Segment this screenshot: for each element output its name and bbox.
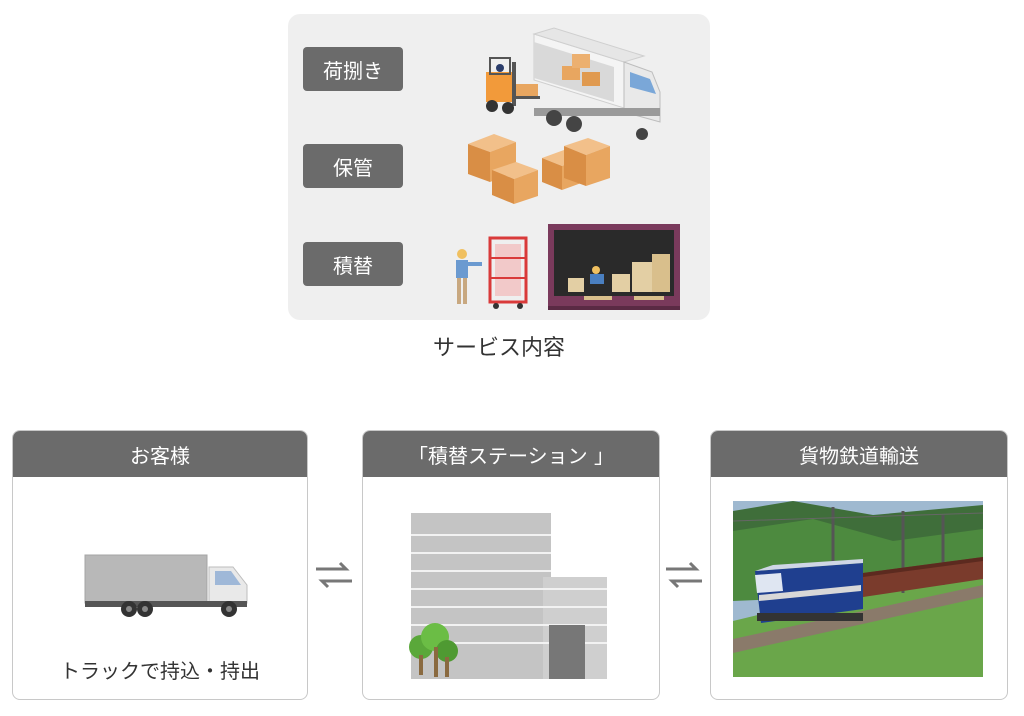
flow-header-rail: 貨物鉄道輸送 xyxy=(711,431,1007,477)
flow-header-customer: お客様 xyxy=(13,431,307,477)
freight-train-photo xyxy=(733,501,983,677)
cardboard-boxes-icon xyxy=(468,134,610,204)
flow-header-station: 「積替ステーション 」 xyxy=(363,431,659,477)
worker-container-icon xyxy=(456,224,680,310)
service-tag-handling: 荷捌き xyxy=(303,47,403,91)
flow-box-rail: 貨物鉄道輸送 xyxy=(710,430,1008,700)
service-panel: 荷捌き 保管 積替 xyxy=(288,14,710,320)
forklift-truck-icon xyxy=(486,27,661,140)
service-tag-storage: 保管 xyxy=(303,144,403,188)
warehouse-building-icon xyxy=(409,513,607,679)
service-caption: サービス内容 xyxy=(432,336,565,361)
truck-icon xyxy=(84,554,248,617)
flow-box-station: 「積替ステーション 」 xyxy=(362,430,660,700)
bidirectional-arrow-icon xyxy=(316,561,352,589)
flow-box-customer: お客様 トラックで持込・持出 xyxy=(12,430,308,700)
bidirectional-arrow-icon xyxy=(666,561,702,589)
service-tag-transship: 積替 xyxy=(303,242,403,286)
customer-caption: トラックで持込・持出 xyxy=(60,659,260,683)
